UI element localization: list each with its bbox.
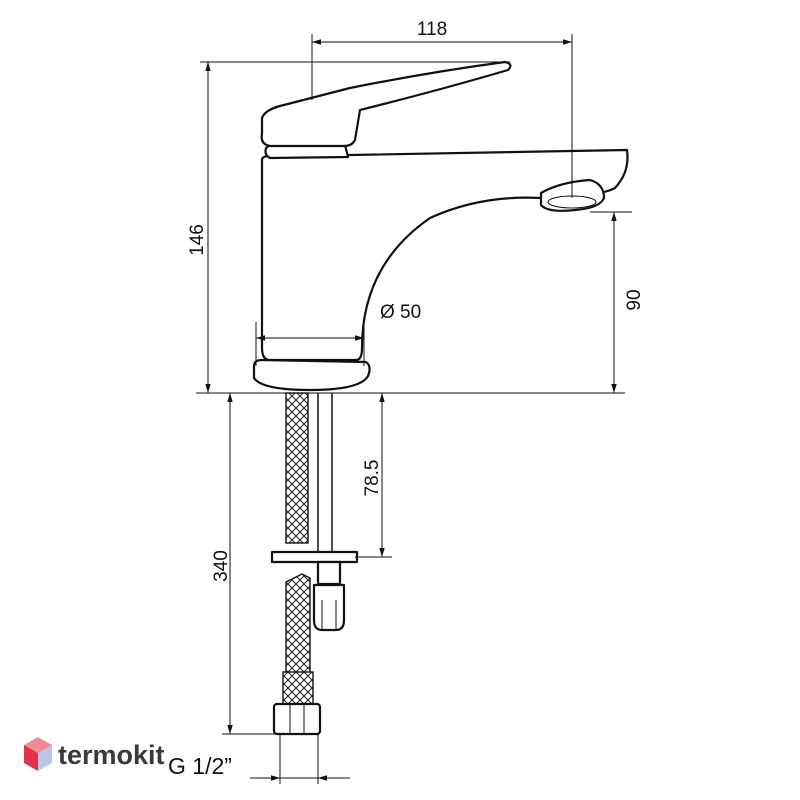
label-78-5: 78.5 bbox=[362, 460, 383, 497]
supply-hoses bbox=[270, 392, 359, 736]
faucet-body bbox=[252, 60, 629, 392]
label-146: 146 bbox=[187, 224, 208, 256]
dimension-labels: 118 146 Ø 50 90 78.5 340 G 1/2” bbox=[168, 19, 645, 779]
hex-nut-g12 bbox=[272, 702, 322, 736]
braided-hose-lower bbox=[285, 573, 311, 681]
base-flange bbox=[252, 358, 371, 392]
spout-body bbox=[260, 148, 629, 362]
mounting-plate bbox=[270, 550, 359, 564]
label-diameter-50: Ø 50 bbox=[380, 302, 421, 323]
label-118: 118 bbox=[417, 19, 447, 40]
label-340: 340 bbox=[211, 550, 232, 582]
brand-logo: termokit bbox=[24, 737, 165, 771]
hose-ferrule bbox=[282, 671, 314, 705]
braided-hose-upper bbox=[285, 392, 309, 544]
lever-handle bbox=[260, 60, 512, 148]
label-g-thread: G 1/2” bbox=[168, 753, 232, 779]
label-90: 90 bbox=[624, 289, 645, 310]
shank-tip bbox=[312, 583, 346, 632]
dimension-lines bbox=[196, 34, 632, 784]
hexagon-cube-icon bbox=[24, 737, 52, 771]
brand-name: termokit bbox=[58, 740, 165, 770]
shank-nut bbox=[316, 560, 342, 586]
